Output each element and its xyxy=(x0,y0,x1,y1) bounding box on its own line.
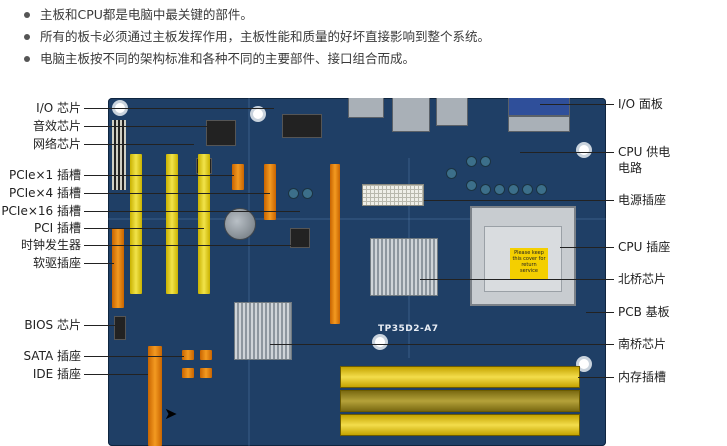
bullet-list: 主板和CPU都是电脑中最关键的部件。 所有的板卡必须通过主板发挥作用，主板性能和… xyxy=(22,4,712,70)
memory-slot xyxy=(340,390,580,412)
header-pins xyxy=(112,120,126,190)
label-power-socket: 电源插座 xyxy=(618,193,667,207)
northbridge-heatsink xyxy=(370,238,438,296)
memory-slot xyxy=(340,414,580,436)
label-ide: IDE 插座 xyxy=(32,367,81,381)
mount-hole xyxy=(576,356,592,372)
sticker-text: Please keep this cover for return servic… xyxy=(512,250,546,274)
bullet-dot-icon xyxy=(24,34,30,40)
io-chip xyxy=(282,114,322,138)
mount-hole xyxy=(250,106,266,122)
label-floppy: 软驱插座 xyxy=(32,256,81,270)
pci-slot xyxy=(166,154,178,294)
motherboard-image: Please keep this cover for return servic… xyxy=(108,98,606,446)
board-model-text: TP35D2-A7 xyxy=(378,324,439,334)
label-northbridge: 北桥芯片 xyxy=(618,272,667,286)
pci-slot xyxy=(198,154,210,294)
label-network-chip: 网络芯片 xyxy=(32,137,81,151)
label-pci-slot: PCI 插槽 xyxy=(34,221,81,235)
power-connector xyxy=(362,184,424,206)
floppy-connector xyxy=(112,228,124,308)
label-io-chip: I/O 芯片 xyxy=(36,101,81,115)
io-port-audio xyxy=(348,98,384,118)
io-port-lan xyxy=(392,98,430,132)
bullet-text: 电脑主板按不同的架构标准和各种不同的主要部件、接口组合而成。 xyxy=(40,51,416,66)
bullet-item: 主板和CPU都是电脑中最关键的部件。 xyxy=(22,4,712,26)
mouse-cursor-icon: ➤ xyxy=(164,404,178,423)
ide-slot-long xyxy=(330,164,340,324)
label-memory-slot: 内存插槽 xyxy=(618,370,667,384)
label-bios-chip: BIOS 芯片 xyxy=(24,318,81,332)
label-cpu-socket: CPU 插座 xyxy=(618,240,671,254)
label-pcie-x16: PCIe×16 插槽 xyxy=(1,204,81,218)
bullet-text: 所有的板卡必须通过主板发挥作用，主板性能和质量的好坏直接影响到整个系统。 xyxy=(40,29,491,44)
label-southbridge: 南桥芯片 xyxy=(618,337,667,351)
label-pcie-x4: PCIe×4 插槽 xyxy=(8,186,81,200)
bullet-text: 主板和CPU都是电脑中最关键的部件。 xyxy=(40,7,253,22)
io-port-vga xyxy=(508,98,570,116)
pcie-x1-slot xyxy=(232,164,244,190)
bullet-item: 电脑主板按不同的架构标准和各种不同的主要部件、接口组合而成。 xyxy=(22,48,712,70)
sata-port xyxy=(200,350,212,360)
clock-generator-chip xyxy=(290,228,310,248)
label-clock-generator: 时钟发生器 xyxy=(20,238,81,252)
label-cpu-power-circuit: 电路 xyxy=(618,161,643,175)
label-pcb: PCB 基板 xyxy=(618,305,670,319)
io-port-usb xyxy=(436,98,468,126)
ide-connector xyxy=(148,346,162,446)
memory-slot xyxy=(340,366,580,388)
label-sata: SATA 插座 xyxy=(23,349,81,363)
label-pcie-x1: PCIe×1 插槽 xyxy=(8,168,81,182)
pcie-x4-slot xyxy=(264,164,276,220)
socket-cover-sticker: Please keep this cover for return servic… xyxy=(510,248,548,280)
cpu-socket: Please keep this cover for return servic… xyxy=(470,206,576,306)
mount-hole xyxy=(372,334,388,350)
sata-port xyxy=(200,368,212,378)
bullet-item: 所有的板卡必须通过主板发挥作用，主板性能和质量的好坏直接影响到整个系统。 xyxy=(22,26,712,48)
sata-port xyxy=(182,350,194,360)
pcie-x16-slot xyxy=(130,154,142,294)
sata-port xyxy=(182,368,194,378)
audio-chip xyxy=(206,120,236,146)
southbridge-heatsink xyxy=(234,302,292,360)
io-port-serial xyxy=(508,116,570,132)
label-cpu-power: CPU 供电 xyxy=(618,145,671,159)
bullet-dot-icon xyxy=(24,12,30,18)
label-io-panel: I/O 面板 xyxy=(618,97,663,111)
label-audio-chip: 音效芯片 xyxy=(32,119,81,133)
bios-chip xyxy=(114,316,126,340)
cmos-battery xyxy=(224,208,256,240)
bullet-dot-icon xyxy=(24,56,30,62)
mount-hole xyxy=(576,142,592,158)
